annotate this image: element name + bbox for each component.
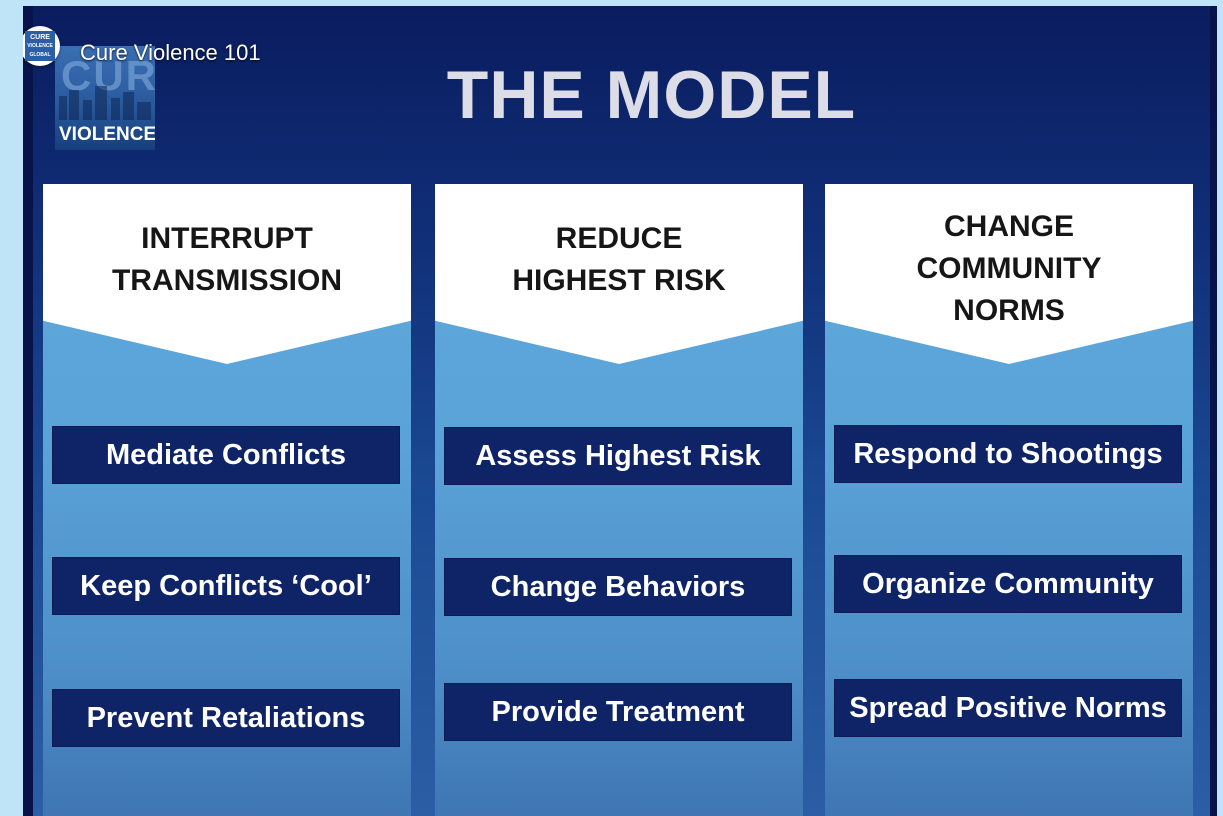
- logo-violence-text: VIOLENCE: [59, 124, 155, 145]
- column-heading-banner: [43, 184, 411, 364]
- slide-title: THE MODEL: [446, 57, 857, 133]
- column-heading-banner: [435, 184, 803, 364]
- channel-avatar-line: VIOLENCE: [27, 42, 53, 49]
- column-heading-line: COMMUNITY: [916, 252, 1102, 285]
- column-heading-line: TRANSMISSION: [111, 264, 342, 297]
- item-provide-treatment: Provide Treatment: [445, 684, 791, 740]
- column-interrupt-transmission: INTERRUPT TRANSMISSION Mediate Conflicts…: [43, 184, 411, 816]
- item-prevent-retaliations: Prevent Retaliations: [53, 690, 399, 746]
- column-heading-line: INTERRUPT: [141, 222, 313, 255]
- item-spread-positive-norms: Spread Positive Norms: [835, 680, 1181, 736]
- slide: CURE VIOLENCE THE MODEL INTERRUPT TRANSM…: [33, 6, 1210, 816]
- item-organize-community: Organize Community: [835, 556, 1181, 612]
- channel-avatar-line: GLOBAL: [29, 51, 51, 58]
- column-change-community-norms: CHANGE COMMUNITY NORMS Respond to Shooti…: [825, 184, 1193, 816]
- item-respond-to-shootings: Respond to Shootings: [835, 426, 1181, 482]
- item-keep-conflicts-cool: Keep Conflicts ‘Cool’: [53, 558, 399, 614]
- column-reduce-highest-risk: REDUCE HIGHEST RISK Assess Highest Risk …: [435, 184, 803, 816]
- item-change-behaviors: Change Behaviors: [445, 559, 791, 615]
- channel-avatar-logo: CURE VIOLENCE GLOBAL: [25, 31, 55, 61]
- cure-violence-logo: CURE VIOLENCE: [55, 46, 155, 150]
- channel-avatar[interactable]: CURE VIOLENCE GLOBAL: [23, 26, 60, 66]
- logo-skyline: [55, 86, 155, 120]
- video-title-link[interactable]: Cure Violence 101: [80, 40, 261, 65]
- channel-avatar-line: CURE: [30, 33, 50, 41]
- column-heading-line: HIGHEST RISK: [512, 264, 726, 297]
- column-heading-line: CHANGE: [943, 210, 1074, 243]
- video-player[interactable]: CURE VIOLENCE THE MODEL INTERRUPT TRANSM…: [23, 6, 1217, 816]
- item-mediate-conflicts: Mediate Conflicts: [53, 427, 399, 483]
- column-heading-line: NORMS: [953, 294, 1065, 327]
- item-assess-highest-risk: Assess Highest Risk: [445, 428, 791, 484]
- column-heading-line: REDUCE: [555, 222, 683, 255]
- column-heading-banner: [825, 184, 1193, 364]
